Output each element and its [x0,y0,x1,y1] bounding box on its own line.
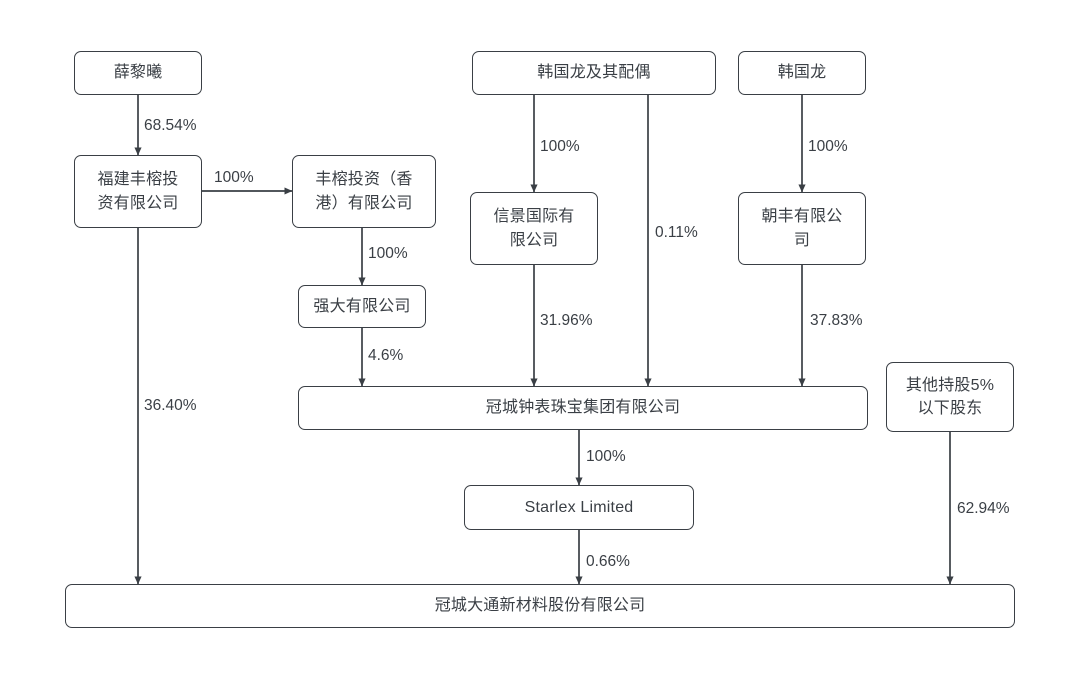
node-xue_lixi[interactable]: 薛黎曦 [74,51,202,95]
edge-label-e7: 31.96% [540,312,593,329]
edge-label-e4: 4.6% [368,347,404,364]
edge-label-e1: 68.54% [144,117,197,134]
node-fujian_fengrong[interactable]: 福建丰榕投 资有限公司 [74,155,202,228]
node-label-chaofeng: 朝丰有限公 司 [761,208,843,249]
node-other_holders[interactable]: 其他持股5% 以下股东 [886,362,1014,432]
edge-label-e6: 100% [540,138,580,155]
node-label-fengrong_hk: 丰榕投资（香 港）有限公司 [315,171,413,212]
node-guancheng_group[interactable]: 冠城钟表珠宝集团有限公司 [298,386,868,430]
node-han_guolong_sp[interactable]: 韩国龙及其配偶 [472,51,716,95]
edge-label-e9: 100% [808,138,848,155]
node-label-guancheng_group: 冠城钟表珠宝集团有限公司 [485,399,681,417]
edge-lines [134,95,954,585]
node-starlex[interactable]: Starlex Limited [464,485,694,530]
node-label-guancheng_dt: 冠城大通新材料股份有限公司 [434,597,646,615]
node-label-han_guolong: 韩国龙 [777,64,827,82]
edge-label-e8: 0.11% [655,224,698,241]
node-chaofeng[interactable]: 朝丰有限公 司 [738,192,866,265]
node-label-other_holders: 其他持股5% 以下股东 [905,376,995,417]
node-label-xinjing_intl: 信景国际有 限公司 [493,208,575,249]
node-xinjing_intl[interactable]: 信景国际有 限公司 [470,192,598,265]
node-label-xue_lixi: 薛黎曦 [113,64,163,82]
node-label-fujian_fengrong: 福建丰榕投 资有限公司 [97,171,179,212]
node-qiangda[interactable]: 强大有限公司 [298,285,426,328]
node-fengrong_hk[interactable]: 丰榕投资（香 港）有限公司 [292,155,436,228]
node-label-starlex: Starlex Limited [524,498,634,516]
edge-label-e3: 100% [368,245,408,262]
edge-label-e2: 100% [214,169,254,186]
edge-label-e12: 0.66% [586,553,630,570]
node-han_guolong[interactable]: 韩国龙 [738,51,866,95]
edge-label-e5: 36.40% [144,397,197,414]
node-label-qiangda: 强大有限公司 [313,297,411,315]
node-guancheng_dt[interactable]: 冠城大通新材料股份有限公司 [65,584,1015,628]
edge-label-e11: 100% [586,448,626,465]
edge-label-e13: 62.94% [957,500,1010,517]
edge-label-e10: 37.83% [810,312,863,329]
node-label-han_guolong_sp: 韩国龙及其配偶 [537,64,651,82]
